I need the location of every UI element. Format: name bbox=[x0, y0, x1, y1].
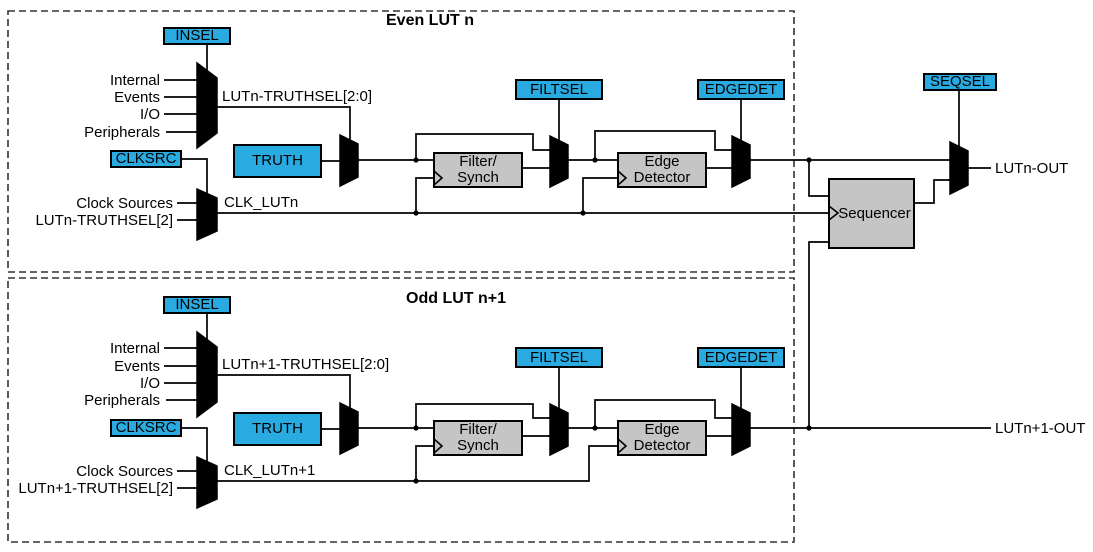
odd-filter-synch-block: Filter/ Synch bbox=[433, 420, 523, 456]
even-input-stub-wires bbox=[164, 79, 197, 133]
even-filtsel-label: FILTSEL bbox=[529, 80, 589, 98]
junction-dot bbox=[413, 157, 419, 163]
even-truth-mux bbox=[339, 133, 359, 188]
even-truthsel-bus-label: LUTn-TRUTHSEL[2:0] bbox=[222, 88, 373, 105]
even-clksrc-mux bbox=[196, 187, 218, 242]
even-input-io: I/O bbox=[139, 106, 160, 123]
odd-clock-sources-label: Clock Sources bbox=[76, 463, 173, 480]
even-output-label: LUTn-OUT bbox=[995, 160, 1069, 177]
even-input-peripherals: Peripherals bbox=[84, 124, 160, 141]
odd-clksrc-select-wire bbox=[182, 427, 208, 462]
even-filter-synch-block: Filter/ Synch bbox=[433, 152, 523, 188]
even-to-sequencer-wire bbox=[808, 160, 829, 197]
even-insel-mux bbox=[196, 61, 218, 150]
odd-input-io: I/O bbox=[139, 375, 160, 392]
even-insel-register: INSEL bbox=[163, 27, 231, 45]
odd-clk-to-filter-wire bbox=[415, 445, 434, 481]
seqsel-mux bbox=[949, 140, 969, 196]
odd-filtsel-label: FILTSEL bbox=[529, 348, 589, 366]
odd-input-stub-wires bbox=[164, 347, 197, 401]
even-edge-line1: Edge bbox=[644, 153, 680, 170]
odd-lut-dashed-border bbox=[7, 277, 795, 543]
odd-truthsel2-label: LUTn+1-TRUTHSEL[2] bbox=[18, 480, 173, 497]
even-clk-signal-label: CLK_LUTn bbox=[224, 194, 299, 211]
even-edgedet-register: EDGEDET bbox=[697, 79, 785, 100]
junction-dot bbox=[413, 478, 419, 484]
odd-insel-register: INSEL bbox=[163, 296, 231, 314]
junction-dot bbox=[413, 425, 419, 431]
even-filtsel-mux bbox=[549, 134, 569, 189]
even-lut-title: Even LUT n bbox=[385, 12, 475, 29]
even-lut-dashed-border bbox=[7, 10, 795, 273]
even-clksrc-select-wire bbox=[182, 158, 208, 194]
junction-dot bbox=[413, 210, 419, 216]
odd-truth-mux bbox=[339, 401, 359, 456]
odd-edge-line2: Detector bbox=[633, 437, 691, 454]
even-truth-register: TRUTH bbox=[233, 144, 322, 178]
odd-input-peripherals: Peripherals bbox=[84, 392, 160, 409]
even-filter-line2: Synch bbox=[457, 169, 499, 186]
odd-to-sequencer-wire bbox=[808, 241, 829, 428]
odd-filter-line2: Synch bbox=[457, 437, 499, 454]
odd-clk-signal-label: CLK_LUTn+1 bbox=[224, 462, 316, 479]
shared-wires bbox=[915, 91, 991, 204]
odd-output-label: LUTn+1-OUT bbox=[995, 420, 1086, 437]
even-truthsel2-label: LUTn-TRUTHSEL[2] bbox=[35, 212, 173, 229]
odd-input-internal: Internal bbox=[109, 340, 160, 357]
seqsel-register: SEQSEL bbox=[923, 73, 997, 91]
junction-dot bbox=[806, 157, 812, 163]
even-clk-to-filter-wire bbox=[415, 177, 434, 213]
odd-edge-line1: Edge bbox=[644, 421, 680, 438]
even-clksrc-register: CLKSRC bbox=[110, 150, 182, 168]
odd-clock-stub-wires bbox=[177, 470, 197, 489]
even-edgedet-mux bbox=[731, 134, 751, 189]
odd-truth-register: TRUTH bbox=[233, 412, 322, 446]
seqsel-label: SEQSEL bbox=[929, 73, 991, 90]
odd-clksrc-label: CLKSRC bbox=[115, 419, 177, 436]
odd-insel-label: INSEL bbox=[175, 296, 219, 313]
even-insel-label: INSEL bbox=[175, 27, 219, 44]
odd-edgedet-register: EDGEDET bbox=[697, 347, 785, 368]
odd-lut-title: Odd LUT n+1 bbox=[406, 290, 506, 307]
odd-edgedet-label: EDGEDET bbox=[704, 348, 778, 366]
odd-insel-mux bbox=[196, 330, 218, 419]
sequencer-label: Sequencer bbox=[838, 204, 911, 222]
sequencer-block: Sequencer bbox=[828, 178, 915, 249]
even-input-internal: Internal bbox=[109, 72, 160, 89]
odd-truth-label: TRUTH bbox=[252, 420, 303, 437]
even-clock-sources-label: Clock Sources bbox=[76, 195, 173, 212]
sequencer-output-wire bbox=[915, 179, 950, 204]
even-edge-detector-block: Edge Detector bbox=[617, 152, 707, 188]
even-truthsel-bus-wire bbox=[217, 106, 351, 141]
even-input-events: Events bbox=[114, 89, 160, 106]
odd-filtsel-register: FILTSEL bbox=[515, 347, 603, 368]
even-clk-to-edge-wire bbox=[582, 177, 618, 213]
odd-filter-line1: Filter/ bbox=[459, 421, 497, 438]
odd-clksrc-mux bbox=[196, 455, 218, 510]
even-edge-line2: Detector bbox=[633, 169, 691, 186]
odd-truthsel-bus-wire bbox=[217, 374, 351, 409]
odd-clksrc-register: CLKSRC bbox=[110, 419, 182, 437]
even-clksrc-label: CLKSRC bbox=[115, 150, 177, 167]
even-filter-line1: Filter/ bbox=[459, 153, 497, 170]
even-edgedet-label: EDGEDET bbox=[704, 80, 778, 98]
junction-dot bbox=[592, 157, 598, 163]
junction-dot bbox=[592, 425, 598, 431]
odd-filtsel-mux bbox=[549, 402, 569, 457]
even-filtsel-register: FILTSEL bbox=[515, 79, 603, 100]
odd-truthsel-bus-label: LUTn+1-TRUTHSEL[2:0] bbox=[222, 356, 390, 373]
even-clock-stub-wires bbox=[177, 202, 197, 221]
junction-dot bbox=[580, 210, 586, 216]
junction-dot bbox=[806, 425, 812, 431]
odd-input-events: Events bbox=[114, 358, 160, 375]
even-truth-label: TRUTH bbox=[252, 152, 303, 169]
odd-edge-detector-block: Edge Detector bbox=[617, 420, 707, 456]
odd-edgedet-mux bbox=[731, 402, 751, 457]
